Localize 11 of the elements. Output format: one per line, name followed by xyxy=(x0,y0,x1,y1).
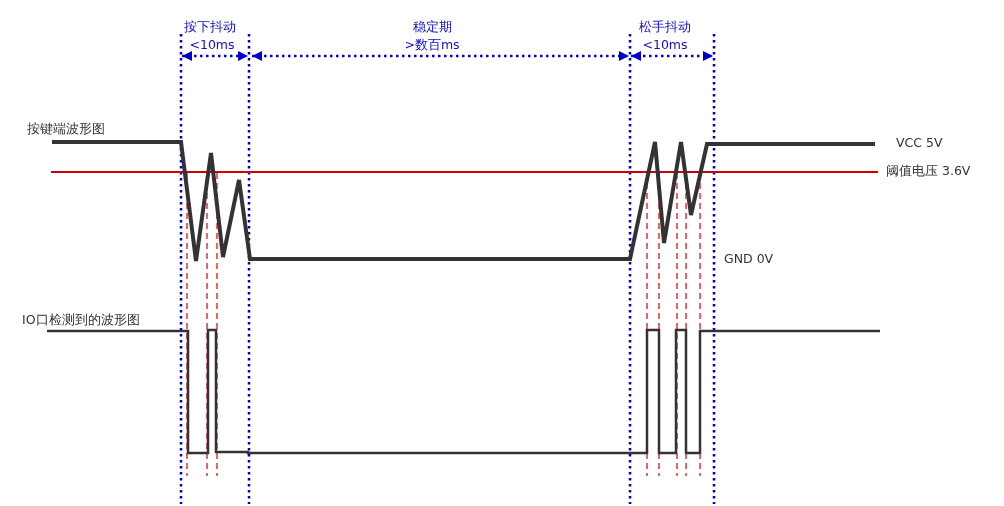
phase-label: 稳定期 xyxy=(412,19,452,34)
waveform-title: 按键端波形图 xyxy=(27,121,105,136)
threshold-label: 阈值电压 3.6V xyxy=(886,163,971,178)
duration-label: >数百ms xyxy=(404,37,460,52)
voltage-label: VCC 5V xyxy=(896,135,943,150)
phase-label: 按下抖动 xyxy=(184,19,236,34)
duration-label: <10ms xyxy=(189,37,235,52)
voltage-label: GND 0V xyxy=(724,251,774,266)
waveform-title: IO口检测到的波形图 xyxy=(22,312,140,327)
duration-label: <10ms xyxy=(642,37,688,52)
phase-label: 松手抖动 xyxy=(639,19,691,34)
